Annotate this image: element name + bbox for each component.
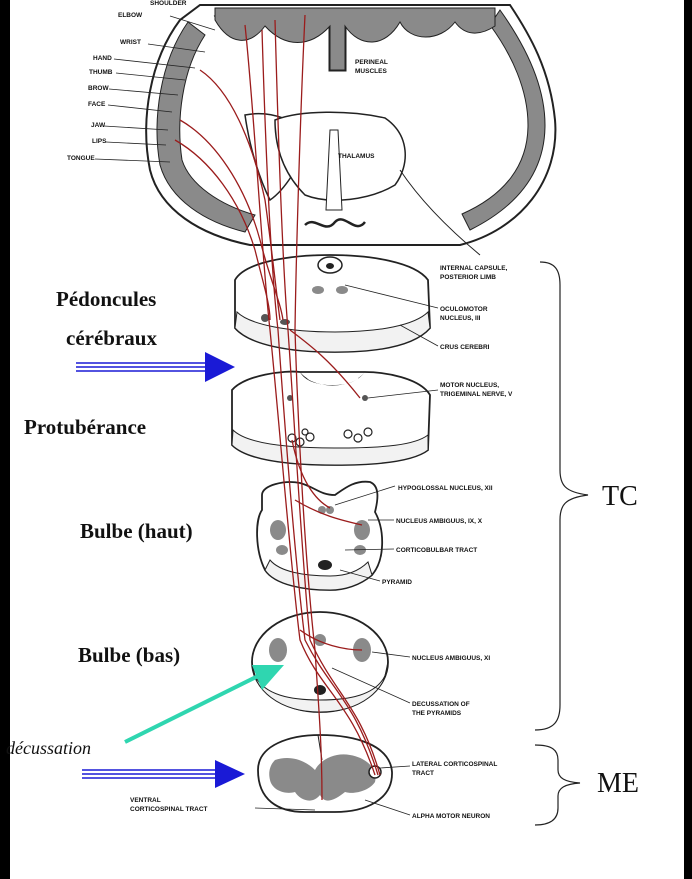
- label-wrist: WRIST: [120, 39, 141, 46]
- label-peduncles-1: Pédoncules: [56, 287, 156, 311]
- label-internal-capsule-2: POSTERIOR LIMB: [440, 274, 496, 281]
- spinal-cord-section: [258, 735, 392, 812]
- label-pyramid: PYRAMID: [382, 579, 412, 586]
- label-tongue: TONGUE: [67, 155, 95, 162]
- label-ambiguus-high: NUCLEUS AMBIGUUS, IX, X: [396, 518, 483, 525]
- label-peduncles-2: cérébraux: [66, 326, 157, 350]
- label-motor-nucleus-1: MOTOR NUCLEUS,: [440, 382, 499, 389]
- brain-coronal-section: [146, 5, 555, 255]
- label-jaw: JAW: [91, 122, 106, 129]
- label-motor-nucleus-2: TRIGEMINAL NERVE, V: [440, 391, 513, 398]
- label-decussation-2: THE PYRAMIDS: [412, 710, 462, 717]
- label-perineal-2: MUSCLES: [355, 68, 387, 75]
- label-decussation-1: DECUSSATION OF: [412, 701, 470, 708]
- label-internal-capsule-1: INTERNAL CAPSULE,: [440, 265, 508, 272]
- label-oculomotor-2: NUCLEUS, III: [440, 315, 481, 322]
- blue-arrow-spinal: [82, 760, 245, 788]
- label-brow: BROW: [88, 85, 109, 92]
- blue-arrow-peduncles: [76, 352, 235, 382]
- upper-medulla-section: [257, 482, 382, 590]
- label-crus: CRUS CEREBRI: [440, 344, 490, 351]
- label-elbow: ELBOW: [118, 12, 143, 19]
- label-bulb-high: Bulbe (haut): [80, 519, 193, 543]
- label-face: FACE: [88, 101, 106, 108]
- label-ventral-cst-2: CORTICOSPINAL TRACT: [130, 806, 208, 813]
- label-pons: Protubérance: [24, 415, 146, 439]
- label-perineal-1: PERINEAL: [355, 59, 388, 66]
- label-decussation: décussation: [6, 738, 91, 758]
- label-lips: LIPS: [92, 138, 107, 145]
- label-alpha-motor: ALPHA MOTOR NEURON: [412, 813, 490, 820]
- me-bracket: [535, 745, 580, 825]
- label-hypoglossal: HYPOGLOSSAL NUCLEUS, XII: [398, 485, 493, 492]
- teal-arrow-decussation: [125, 665, 284, 742]
- label-ambiguus-low: NUCLEUS AMBIGUUS, XI: [412, 655, 490, 662]
- label-bulb-low: Bulbe (bas): [78, 643, 180, 667]
- tc-label: TC: [602, 481, 638, 512]
- label-ventral-cst-1: VENTRAL: [130, 797, 161, 804]
- tc-bracket: [535, 262, 588, 730]
- lower-medulla-section: [252, 612, 388, 712]
- pons-section: [232, 372, 430, 465]
- label-oculomotor-1: OCULOMOTOR: [440, 306, 488, 313]
- label-hand: HAND: [93, 55, 112, 62]
- me-label: ME: [597, 768, 639, 799]
- label-shoulder: SHOULDER: [150, 0, 187, 7]
- label-thumb: THUMB: [89, 69, 113, 76]
- label-thalamus: THALAMUS: [338, 153, 375, 160]
- label-lateral-cst-1: LATERAL CORTICOSPINAL: [412, 761, 497, 768]
- label-corticobulbar: CORTICOBULBAR TRACT: [396, 547, 477, 554]
- label-lateral-cst-2: TRACT: [412, 770, 434, 777]
